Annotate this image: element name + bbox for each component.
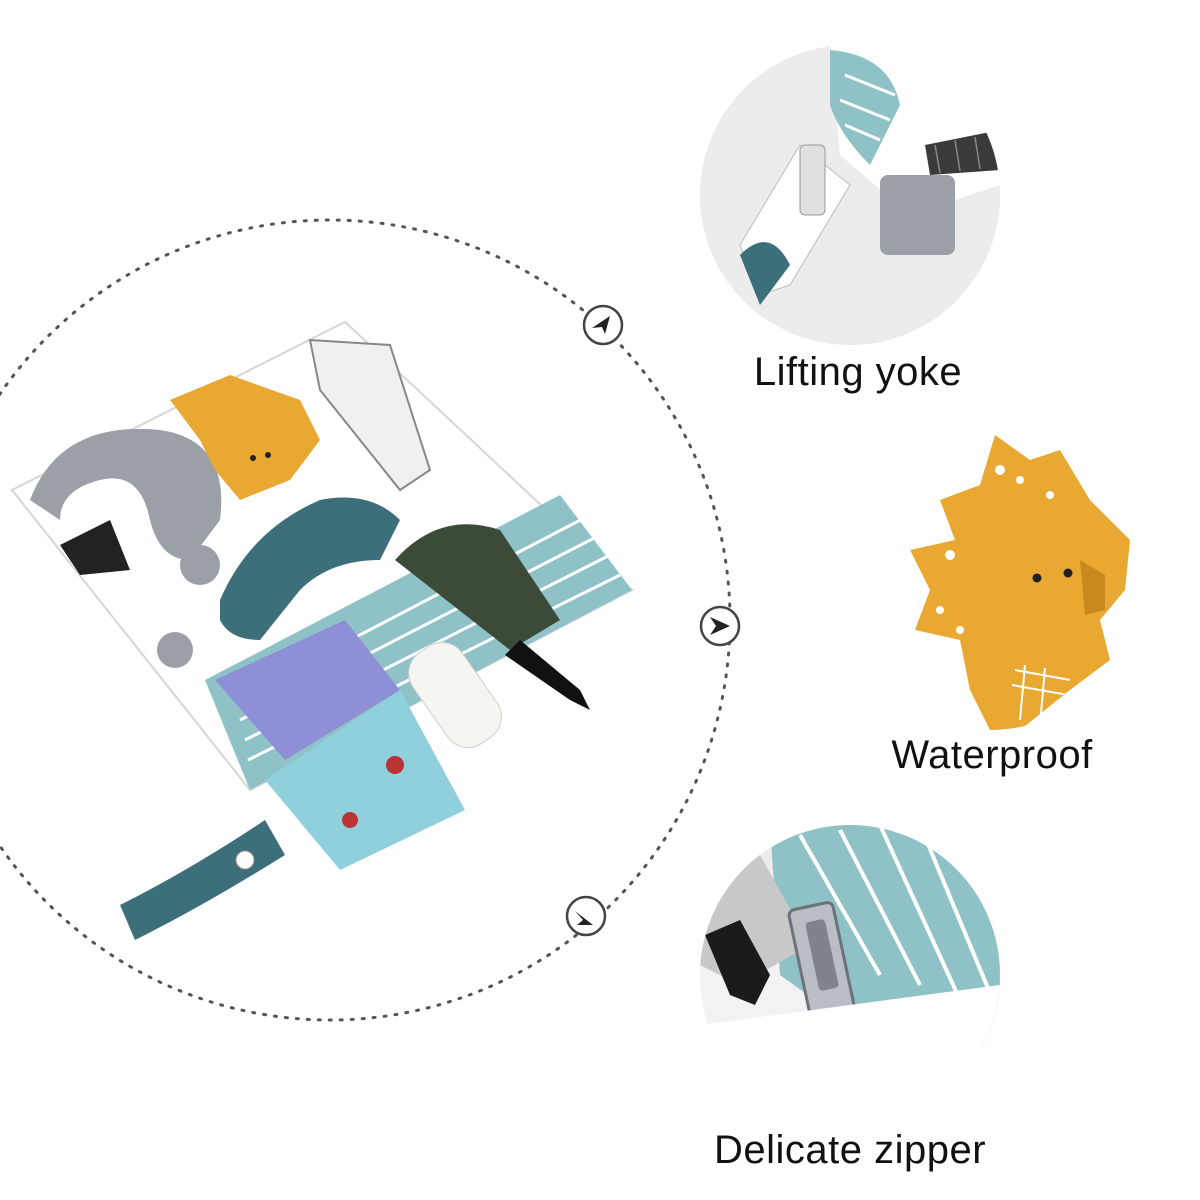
- arrow-marker-icon: [582, 304, 624, 346]
- arrow-marker-icon: [565, 895, 607, 937]
- lifting-yoke-detail-circle: [700, 45, 1000, 345]
- zipper-closeup-icon: [700, 825, 1000, 1125]
- fabric-closeup-icon: [840, 430, 1140, 730]
- feature-label-delicate-zipper: Delicate zipper: [713, 1128, 987, 1172]
- zipper-detail-circle: [700, 825, 1000, 1125]
- waterproof-detail-circle: [840, 430, 1140, 730]
- arrow-marker-icon: [699, 605, 741, 647]
- feature-label-lifting-yoke: Lifting yoke: [753, 350, 963, 394]
- strap-closeup-icon: [700, 45, 1000, 345]
- feature-label-waterproof: Waterproof: [891, 733, 1093, 777]
